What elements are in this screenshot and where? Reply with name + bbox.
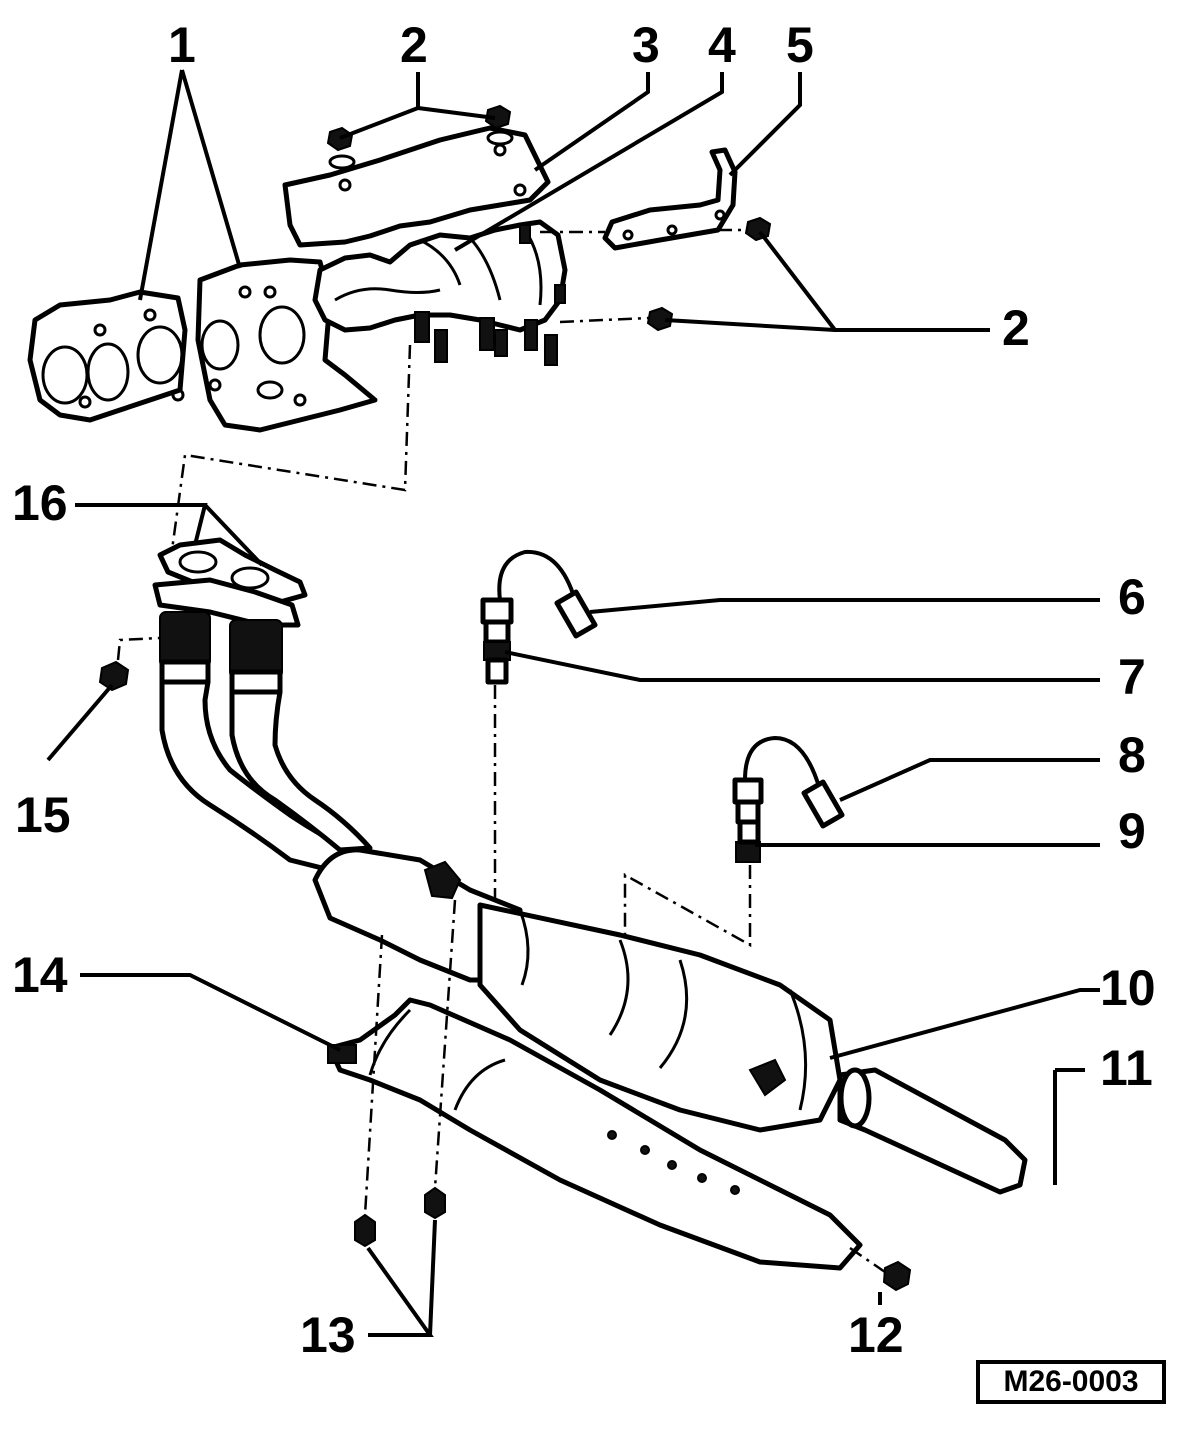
callout-labels: 1 2 3 4 5 2 16 6 7 8 9 15 14 10 11 13 12 — [12, 17, 1156, 1363]
downpipe-flange — [152, 577, 301, 628]
nut-top-right — [484, 104, 512, 130]
washer-top-right — [486, 130, 514, 146]
flex-joint-right — [229, 619, 283, 695]
callout-13: 13 — [300, 1307, 356, 1363]
callout-16: 16 — [12, 475, 68, 531]
support-bracket — [602, 147, 738, 251]
callout-4: 4 — [708, 17, 736, 73]
flex-joint-left — [159, 611, 211, 685]
callout-8: 8 — [1118, 727, 1146, 783]
manifold-studs — [414, 224, 566, 366]
alignment-line-nut-12 — [849, 1246, 886, 1274]
nut-right-upper — [744, 216, 772, 242]
oxygen-sensor-upstream — [480, 549, 598, 685]
callout-11: 11 — [1100, 1040, 1153, 1096]
callout-3: 3 — [632, 17, 660, 73]
callout-12: 12 — [848, 1307, 904, 1363]
reference-code-label: M26-0003 — [976, 1360, 1166, 1404]
callout-7: 7 — [1118, 649, 1146, 705]
washer-top-left — [328, 154, 356, 170]
manifold-gasket-right — [195, 257, 378, 433]
callout-15: 15 — [15, 787, 71, 843]
callout-9: 9 — [1118, 803, 1146, 859]
oxygen-sensor-downstream — [732, 735, 845, 863]
nut-15 — [98, 636, 161, 692]
bolt-13-right — [424, 1186, 446, 1220]
catalytic-converter-assembly — [312, 847, 1028, 1195]
callout-2-top: 2 — [400, 17, 428, 73]
alignment-line-bracket — [540, 228, 748, 324]
callout-14: 14 — [12, 947, 68, 1003]
leader-lines — [46, 69, 1100, 1337]
manifold-gasket-left — [27, 289, 188, 423]
callout-5: 5 — [786, 17, 814, 73]
nut-right-lower — [646, 306, 674, 332]
front-exhaust-pipe — [159, 679, 373, 881]
alignment-line-manifold-to-downpipe — [170, 344, 412, 551]
callout-1: 1 — [168, 17, 196, 73]
bolt-13-left — [354, 1213, 376, 1248]
callout-2-right: 2 — [1002, 300, 1030, 356]
alignment-line-bolts — [363, 899, 457, 1216]
callout-10: 10 — [1100, 960, 1156, 1016]
alignment-line-sensor-downstream — [623, 865, 752, 948]
nut-12 — [882, 1260, 912, 1292]
nut-top-left — [326, 126, 354, 152]
callout-6: 6 — [1118, 569, 1146, 625]
